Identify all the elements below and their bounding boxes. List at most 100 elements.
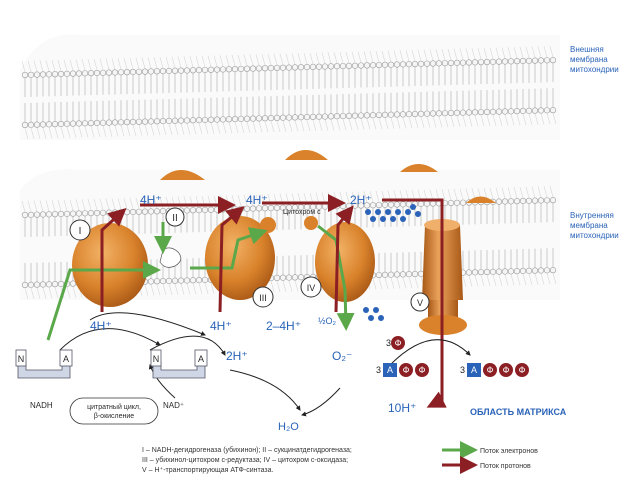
lipid-head [87, 120, 95, 127]
lipid-hair [507, 47, 512, 59]
lipid-hair [129, 197, 134, 210]
lipid-head [51, 121, 59, 128]
lipid-head [261, 205, 269, 212]
reaction-arrows [59, 312, 471, 417]
lipid-head [309, 113, 317, 120]
inner-membrane-label-2: мембрана [570, 221, 608, 230]
atp-phosphate-3-circle [515, 363, 529, 377]
cytochrome-c-label: Цитохром с [283, 209, 321, 216]
lipid-head [417, 200, 425, 207]
lipid-hair [363, 191, 368, 203]
lipid-head [219, 66, 227, 73]
lipid-head [69, 70, 77, 77]
lipid-hair [27, 200, 32, 212]
cytochrome-c: Цитохром с [283, 209, 321, 230]
lipid-hair [204, 282, 209, 295]
lipid-hair [504, 274, 509, 286]
lipid-head [501, 58, 509, 65]
cycle-line-1: цитратный цикл, [87, 403, 141, 411]
lipid-hair [279, 53, 284, 65]
lipid-head [249, 65, 257, 72]
lipid-hair [369, 191, 374, 203]
coenzyme-a-right: A [198, 354, 204, 364]
lipid-head [423, 110, 431, 117]
legend: I – NADH-дегидрогеназа (убихинон); II – … [142, 441, 538, 474]
half-o2-label: ½O₂ [318, 316, 337, 326]
lipid-hair [411, 49, 416, 62]
lipid-head [519, 197, 527, 205]
lipid-head [51, 211, 59, 218]
peripheral-proteins [160, 150, 496, 203]
complex-i[interactable]: I [69, 219, 148, 307]
lipid-hair [447, 188, 452, 201]
lipid-hair [45, 200, 50, 212]
lipid-head [513, 108, 521, 115]
lipid-hair [537, 46, 542, 58]
nadh-label: NADH [30, 401, 53, 410]
lipid-hair [204, 122, 209, 135]
lipid-hair [111, 58, 116, 70]
lipid-head [81, 210, 89, 217]
lipid-head [501, 108, 509, 115]
lipid-head [189, 117, 197, 124]
lipid-hair [60, 126, 65, 139]
lipid-head [375, 111, 383, 119]
lipid-hair [468, 115, 473, 127]
adp-phosphate-1: Ф [403, 365, 410, 375]
lipid-head [537, 267, 545, 274]
lipid-head [27, 211, 35, 218]
complex-iv[interactable]: IV [300, 222, 375, 302]
lipid-head [471, 109, 479, 116]
lipid-hair [414, 116, 419, 129]
lipid-hair [483, 187, 488, 200]
lipid-head [201, 276, 209, 284]
lipid-hair [105, 58, 110, 70]
lipid-hair [276, 280, 281, 292]
lipid-head [339, 62, 347, 70]
lipid-hair [315, 52, 320, 64]
lipid-head [93, 119, 101, 127]
legend-electron-label: Поток электронов [480, 448, 538, 455]
lipid-hair [63, 199, 68, 211]
lipid-head [93, 69, 101, 77]
lipid-head [321, 203, 329, 210]
lipid-hair [429, 49, 434, 61]
complex-iv-label: IV [307, 283, 316, 293]
lipid-head [183, 207, 191, 214]
lipid-head [369, 202, 377, 209]
lipid-head [237, 115, 245, 123]
adp-adenosine-box [383, 363, 397, 377]
lipid-hair [69, 199, 74, 211]
lipid-hair [465, 48, 470, 60]
lipid-hair [495, 187, 500, 199]
proton-labels: 4H⁺ 4H⁺ 2H⁺ 4H⁺ 4H⁺ 2–4H⁺ 2H⁺ 10H⁺ [90, 193, 416, 415]
inner-membrane-label-1: Внутренняя [570, 211, 614, 220]
lipid-hair [210, 122, 215, 134]
lipid-hair [36, 287, 41, 299]
lipid-head [81, 70, 89, 77]
lipid-hair [522, 113, 527, 126]
lipid-hair [441, 49, 446, 61]
lipid-hair [48, 127, 53, 139]
atp-phosphate-1: Ф [487, 365, 494, 375]
lipid-hair [471, 188, 476, 200]
lipid-hair [135, 57, 140, 69]
lipid-head [39, 211, 47, 218]
lipid-head [111, 209, 119, 216]
lipid-head [387, 201, 395, 208]
lipid-hair [345, 191, 350, 203]
lipid-head [177, 67, 185, 74]
lipid-head [213, 116, 221, 123]
lipid-head [399, 201, 407, 208]
lipid-hair [42, 287, 47, 299]
lipid-hair [372, 278, 377, 290]
lipid-head [123, 69, 131, 76]
lipid-hair [387, 50, 392, 62]
lipid-head [495, 108, 503, 115]
lipid-hair [366, 118, 371, 130]
proton-dots-ims [365, 204, 421, 222]
lipid-head [495, 58, 503, 65]
lipid-hair [453, 48, 458, 60]
lipid-head [129, 68, 137, 76]
lipid-head [453, 59, 461, 66]
